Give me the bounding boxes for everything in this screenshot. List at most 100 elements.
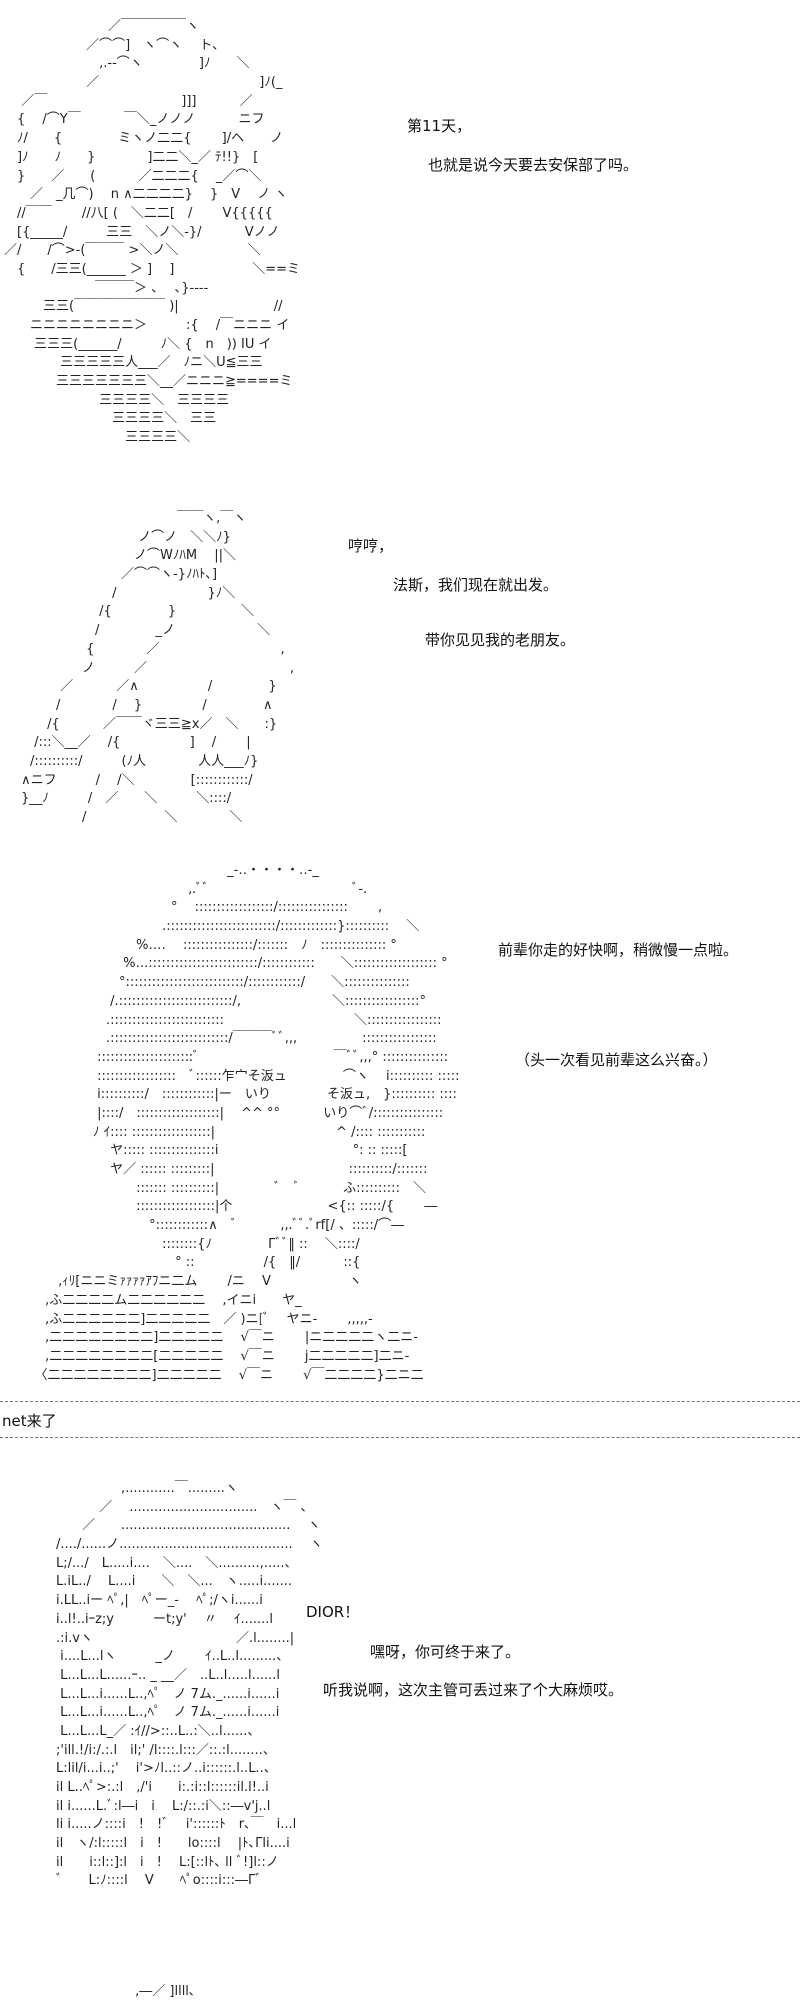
- dialogue-scene3-line1: 前辈你走的好快啊，稍微慢一点啦。: [498, 941, 739, 959]
- ascii-art-line: ,二二二二二二二二]二二二二二 √￣ニ |ニ二二二二ヽ二ニ-: [28, 1330, 418, 1346]
- ascii-art-line: il L..ﾍﾟ>:.:l ,/'i i:.:i::l::::::il.l!..…: [56, 1780, 269, 1795]
- ascii-art-line: ::::::::::::::::::|个 <{:: :::::/{ ―: [28, 1199, 438, 1215]
- ascii-art-scene4: ,............￣.........ヽ ／ .............…: [56, 1480, 323, 1891]
- ascii-art-line: °:::::::::::::::::::::::::::/:::::::::::…: [28, 975, 410, 991]
- ascii-art-line: ／ ............................... ヽ￣ 、: [56, 1499, 314, 1515]
- dialogue-scene3-line2: （头一次看见前辈这么兴奋。）: [515, 1051, 718, 1069]
- dialogue-scene1-line1: 第11天，: [407, 117, 472, 135]
- separator-label: net来了: [2, 1412, 57, 1430]
- ascii-art-line: ／￣ ]]] ／: [4, 93, 253, 109]
- ascii-art-line: li i.....ノ::::i ! !ﾞ i'::::::ﾄ r､￣ i...l: [56, 1817, 297, 1833]
- ascii-art-line: |::::/ :::::::::::::::::::| ^^ °° いり⌒ﾞ/:…: [28, 1105, 444, 1121]
- ascii-art-line: ::::::: ::::::::::| ﾞ ﾞ ふ:::::::::: ＼: [28, 1180, 426, 1196]
- ascii-art-line: .:::::::::::::::::::::::::/:::::::::::::…: [28, 919, 420, 935]
- dialogue-scene1-line2: 也就是说今天要去安保部了吗。: [428, 156, 639, 174]
- ascii-art-line: ノ ／ ,: [4, 660, 295, 676]
- ascii-art-line: / }ﾉ＼: [4, 585, 236, 601]
- ascii-art-line: }__ﾉ / ／ ＼ ＼::::/: [4, 791, 232, 807]
- ascii-art-line: ,............￣.........ヽ: [56, 1481, 238, 1496]
- ascii-art-line: 三三(￣￣￣￣￣￣￣ )| //: [4, 299, 283, 315]
- ascii-art-line: ノ⌒WﾉﾊM ||＼: [4, 548, 236, 564]
- separator-line-bottom: [0, 1437, 800, 1438]
- ascii-art-line: ヤ／ :::::: :::::::::| ::::::::::/:::::::: [28, 1162, 428, 1177]
- ascii-art-line: ／⌒⌒ヽ-}ﾉﾊﾄ､]: [4, 567, 218, 583]
- dialogue-scene2-line1: 哼哼，: [348, 537, 394, 555]
- ascii-art-scene1: ／￣￣￣￣￣ヽ ／⌒⌒] ヽ⌒ヽ ト､ ,.-‐⌒ヽ ]ﾉ ＼ ／ ]ﾉ(_ ／…: [4, 18, 300, 448]
- ascii-art-line: %‥.:::::::::::::::::::::::::/:::::::::::…: [28, 956, 448, 972]
- ascii-art-line: ,.-‐⌒ヽ ]ﾉ ＼: [4, 56, 250, 72]
- ascii-art-line: .:::::::::::::::::::::::::: ＼:::::::::::…: [28, 1012, 442, 1028]
- ascii-art-line: ,二二二二二二二二[二二二二二 √￣ニ j二二二二二]二ニ-: [28, 1348, 410, 1364]
- ascii-art-line: L...L...i......L..,ﾍﾟ ノ 7ム._......i.....…: [56, 1686, 280, 1702]
- ascii-art-line: L;/.../ L.....i.... ＼.... ＼..........,..…: [56, 1555, 298, 1571]
- separator-line-top: [0, 1401, 800, 1402]
- ascii-art-line: /{ } ＼: [4, 604, 255, 620]
- ascii-art-line: /{ ／￣￣ヾ三三≧x／ ＼ :}: [4, 716, 278, 732]
- ascii-art-line: / _ノ ＼: [4, 623, 271, 639]
- ascii-art-line: .:::::::::::::::::::::::::::/￣￣￣ﾞﾞ,,, ::…: [28, 1031, 437, 1047]
- ascii-art-line: ,.ﾞﾞ ﾞ-.: [28, 881, 368, 897]
- ascii-art-line: / ＼ ＼: [4, 810, 243, 825]
- ascii-art-line: 三三三三＼ 三三: [4, 411, 217, 427]
- ascii-art-line: ノ⌒ノ ＼＼ﾉ}: [4, 529, 231, 545]
- ascii-art-line: //￣￣ //八[ ( ＼二二[ / V{{{{{: [4, 205, 273, 221]
- ascii-art-line: 三三三三＼: [4, 430, 191, 446]
- ascii-art-line: / / } / ∧: [4, 697, 273, 713]
- ascii-art-line: ;'ill.!/i:/.:.l il;' /l::::.l:::／::.:l..…: [56, 1742, 276, 1758]
- ascii-art-line: ／⌒⌒] ヽ⌒ヽ ト､: [4, 37, 219, 53]
- ascii-art-line: 三三三三＼ 三三三三: [4, 392, 230, 408]
- ascii-art-line: ° :: /{ ‖/ ::{: [28, 1255, 361, 1271]
- ascii-art-line: _-‥・・・・‥-_: [28, 863, 319, 878]
- ascii-art-line: ::::::::{ﾉ Γﾞﾞ‖ :: ＼::::/: [28, 1236, 360, 1252]
- ascii-art-line: /.::::::::::::::::::::::::::/, ＼::::::::…: [28, 993, 426, 1009]
- ascii-art-line: ／ ......................................…: [56, 1518, 321, 1534]
- ascii-art-line: ,―／ ]llll､: [40, 1984, 196, 1999]
- ascii-art-line: i....L...lヽ _ノ ｲ..L..l.........、: [56, 1649, 290, 1665]
- ascii-art-line: L...L...L_／ :ｲ//>::..L..:＼..l......、: [56, 1723, 261, 1739]
- ascii-art-line: ヤ::::: :::::::::::::::i °: :: :::::[: [28, 1143, 408, 1159]
- ascii-art-line: { /⌒Y￣ ￣＼_ノノノ ニフ: [4, 112, 265, 128]
- ascii-art-line: } ／ ( ／二二二{ _／⌒＼: [4, 168, 262, 184]
- ascii-art-line: ,ふ二二二二ム二二二二二二 ,イニi ヤ_: [28, 1292, 302, 1308]
- ascii-art-line: ￣￣ヽ,￣ヽ: [4, 511, 247, 526]
- ascii-art-line: L.iL../ L....i ＼ ＼... ヽ.....i.......: [56, 1574, 292, 1590]
- ascii-art-line: il i......L.ﾞ:l―i i L:/::.:i＼::―v'j..l: [56, 1798, 271, 1814]
- ascii-art-line: ,ｨﾘ[ニニミｧｧｧｧｱﾌニ二ム /ニ V ヽ: [28, 1274, 362, 1290]
- ascii-art-line: 三三三(______/ ﾉ＼ { n )) IU イ: [4, 336, 272, 352]
- ascii-art-line: :::::::::::::::::: ﾞ::::::乍宀そ汳ュ ⌒ヽ i::::…: [28, 1068, 460, 1084]
- ascii-art-line: /:::＼__／ /{ ] / |: [4, 735, 251, 751]
- dialogue-scene4-line1: DIOR！: [306, 1603, 360, 1621]
- dialogue-scene2-line3: 带你见见我的老朋友。: [425, 631, 576, 649]
- ascii-art-line: °::::::::::::∧ ﾞ ,,.ﾞﾞ.ﾞrf[/ 、:::::/⌒―: [28, 1218, 405, 1234]
- ascii-art-line: ,ふ二二二二二二]二二二二二 ／ )ニ[ﾞ ヤニ- ,,,,,-: [28, 1311, 373, 1327]
- ascii-art-scene3: _-‥・・・・‥-_ ,.ﾞﾞ ﾞ-. ° ::::::::::::::::::…: [28, 862, 459, 1385]
- ascii-art-line: ﾞ L:ﾉ::::l V ﾍﾟo::::i:::―Γﾞ: [56, 1873, 262, 1889]
- ascii-art-line: 〈二二二二二二二二]二二二二二 √￣ニ √￣二二二二}二ニ二: [28, 1367, 424, 1383]
- dialogue-scene2-line2: 法斯，我们现在就出发。: [393, 576, 559, 594]
- ascii-art-line: L:lil/i...i..;' i'>ﾉl..::ノ..i::::::.l..L…: [56, 1761, 277, 1777]
- ascii-art-line: ° ::::::::::::::::::/:::::::::::::::: ,: [28, 900, 383, 916]
- ascii-art-line: ／ _几⌒) n ∧二二二二} } V ノ ヽ: [4, 187, 288, 203]
- ascii-art-line: ／ ／∧ / }: [4, 679, 277, 695]
- ascii-art-line: ﾉ/ { ミヽノ二二{ ]/ヘ ノ: [4, 131, 284, 147]
- ascii-art-line: .:i.vヽ ／.l........|: [56, 1630, 295, 1646]
- ascii-art-line: ﾉ ｲ:::: ::::::::::::::::::| ^ /:::: ::::…: [28, 1124, 426, 1140]
- ascii-art-line: ￣￣￣＞ 、 ､}----: [4, 280, 209, 296]
- ascii-art-scene2: ￣￣ヽ,￣ヽ ノ⌒ノ ＼＼ﾉ} ノ⌒WﾉﾊM ||＼ ／⌒⌒ヽ-}ﾉﾊﾄ､] /…: [4, 510, 294, 828]
- ascii-art-line: [{_____/ 三三 ＼ノ＼-}/ Vノノ: [4, 224, 280, 240]
- ascii-art-line: ニニニニニニニニ＞ :{ /￣ニニニ イ: [4, 318, 290, 333]
- ascii-art-line: L...L...i......L..,ﾍﾟ ノ 7ム._......i.....…: [56, 1705, 280, 1721]
- ascii-art-scene5: ,―／ ]llll､: [40, 1983, 195, 2002]
- dialogue-scene4-line3: 听我说啊，这次主管可丢过来了个大麻烦哎。: [323, 1681, 624, 1699]
- ascii-art-line: ／/ /⌒>-(￣￣￣ >＼ノ＼ ＼: [4, 243, 261, 259]
- ascii-art-line: { /三三(______ ＞ ] ] ＼==ミ: [4, 261, 301, 277]
- ascii-art-line: il ヽ/:l:::::l i ! lo::::l |ﾄ､Γli....i: [56, 1836, 290, 1852]
- ascii-art-line: /..../......ノ...........................…: [56, 1537, 323, 1553]
- dialogue-scene4-line2: 嘿呀，你可终于来了。: [370, 1643, 521, 1661]
- ascii-art-line: 三三三三三人___／ ﾉニ＼U≦三三: [4, 355, 263, 371]
- ascii-art-line: %‥‥ ::::::::::::::::/::::::: ﾉ :::::::::…: [28, 937, 397, 953]
- ascii-art-line: 三三三三三三三＼__／ニニニ≧====ミ: [4, 374, 293, 390]
- ascii-art-line: i..l!..iｰz;y ーt;y' 〃 ｲ.......l: [56, 1611, 274, 1627]
- ascii-art-line: ／ ]ﾉ(_: [4, 75, 283, 91]
- ascii-art-line: /::::::::::/ (ﾉ人 人人___ﾉ}: [4, 753, 259, 769]
